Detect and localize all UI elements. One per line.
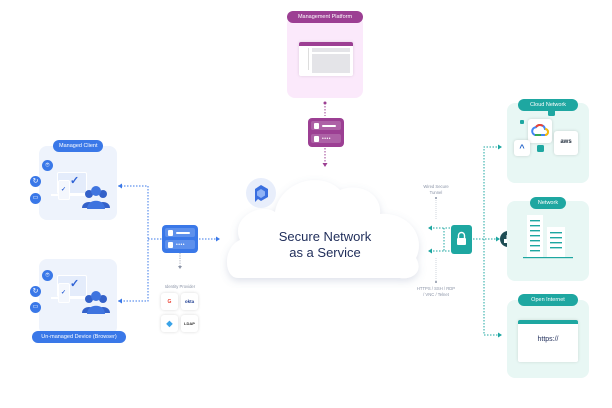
open-internet-label: Open Internet xyxy=(518,294,578,306)
cloud-title: Secure Network as a Service xyxy=(250,229,400,261)
browser-window: https:// xyxy=(518,320,578,362)
arrow-head xyxy=(498,144,502,150)
arrow-head xyxy=(498,332,502,338)
connector-clients-bracket xyxy=(118,185,149,302)
managed-client-label: Managed Client xyxy=(53,140,103,152)
users-group-icon xyxy=(82,186,110,209)
connector-dot xyxy=(323,101,327,105)
device-icon: ▭ xyxy=(30,302,41,313)
unmanaged-device-panel: ✓ ✓ xyxy=(39,259,117,335)
phone-icon xyxy=(58,283,70,303)
client-credential-card: •••• xyxy=(162,225,198,253)
tunnel-top-label: Wired Secure Tunnel xyxy=(423,184,449,195)
sync-icon: ↻ xyxy=(30,286,41,297)
arrow-head xyxy=(178,266,182,269)
url-text: https:// xyxy=(537,336,559,343)
connector-destinations-bracket xyxy=(483,146,500,336)
lock-icon xyxy=(168,241,173,248)
management-console-window xyxy=(299,42,353,76)
check-icon-small: ✓ xyxy=(61,187,67,193)
arrow-head xyxy=(216,236,220,242)
network-label: Network xyxy=(530,197,566,209)
location-pin-icon: ⌾ xyxy=(42,270,53,281)
arrow-head xyxy=(322,163,328,167)
check-icon: ✓ xyxy=(70,175,80,187)
sync-icon: ↻ xyxy=(30,176,41,187)
management-platform-panel xyxy=(287,16,363,98)
check-icon: ✓ xyxy=(70,278,80,290)
user-icon xyxy=(168,229,173,236)
cloud-title-line1: Secure Network xyxy=(278,229,372,244)
managed-client-panel: ✓ ✓ xyxy=(39,146,117,220)
hexagon-chat-logo-icon xyxy=(255,185,268,202)
location-pin-icon: ⌾ xyxy=(42,160,53,171)
unmanaged-device-label: Un-managed Device (Browser) xyxy=(32,331,126,343)
tunnel-lock-box xyxy=(451,225,472,254)
network-panel xyxy=(507,201,589,281)
lock-icon xyxy=(457,231,466,245)
cloud-network-panel: aws ^ xyxy=(507,103,589,183)
google-icon: G xyxy=(161,293,178,310)
management-credential-card: •••• xyxy=(308,118,344,147)
lock-icon xyxy=(314,135,319,142)
azure-icon: ^ xyxy=(514,140,530,156)
user-icon xyxy=(314,122,319,129)
azure-ad-icon: ◆ xyxy=(161,315,178,332)
cloud-title-line2: as a Service xyxy=(289,245,361,260)
device-icon: ▭ xyxy=(30,193,41,204)
phone-icon xyxy=(58,180,70,200)
open-internet-panel: https:// xyxy=(507,300,589,378)
cloud-network-label: Cloud Network xyxy=(518,99,578,111)
connector-tunnel-bracket xyxy=(443,227,450,252)
tunnel-bottom-label: HTTPS / SSH / RDP / VNC / Telnet xyxy=(416,286,456,297)
ldap-icon: LDAP xyxy=(181,315,198,332)
okta-icon: okta xyxy=(181,293,198,310)
identity-provider-label: Identity Provider xyxy=(164,284,196,289)
arrow-head xyxy=(118,183,122,189)
check-icon-small: ✓ xyxy=(61,290,67,296)
arrow-head xyxy=(428,225,432,231)
aws-icon: aws xyxy=(554,131,578,155)
users-group-icon xyxy=(82,291,110,314)
google-cloud-icon xyxy=(528,119,552,143)
arrow-head xyxy=(428,248,432,254)
management-platform-label: Management Platform xyxy=(287,11,363,23)
arrow-head xyxy=(118,298,122,304)
buildings-icon xyxy=(523,215,573,259)
cloud-logo-badge xyxy=(246,178,276,208)
secure-network-cloud xyxy=(227,180,419,279)
